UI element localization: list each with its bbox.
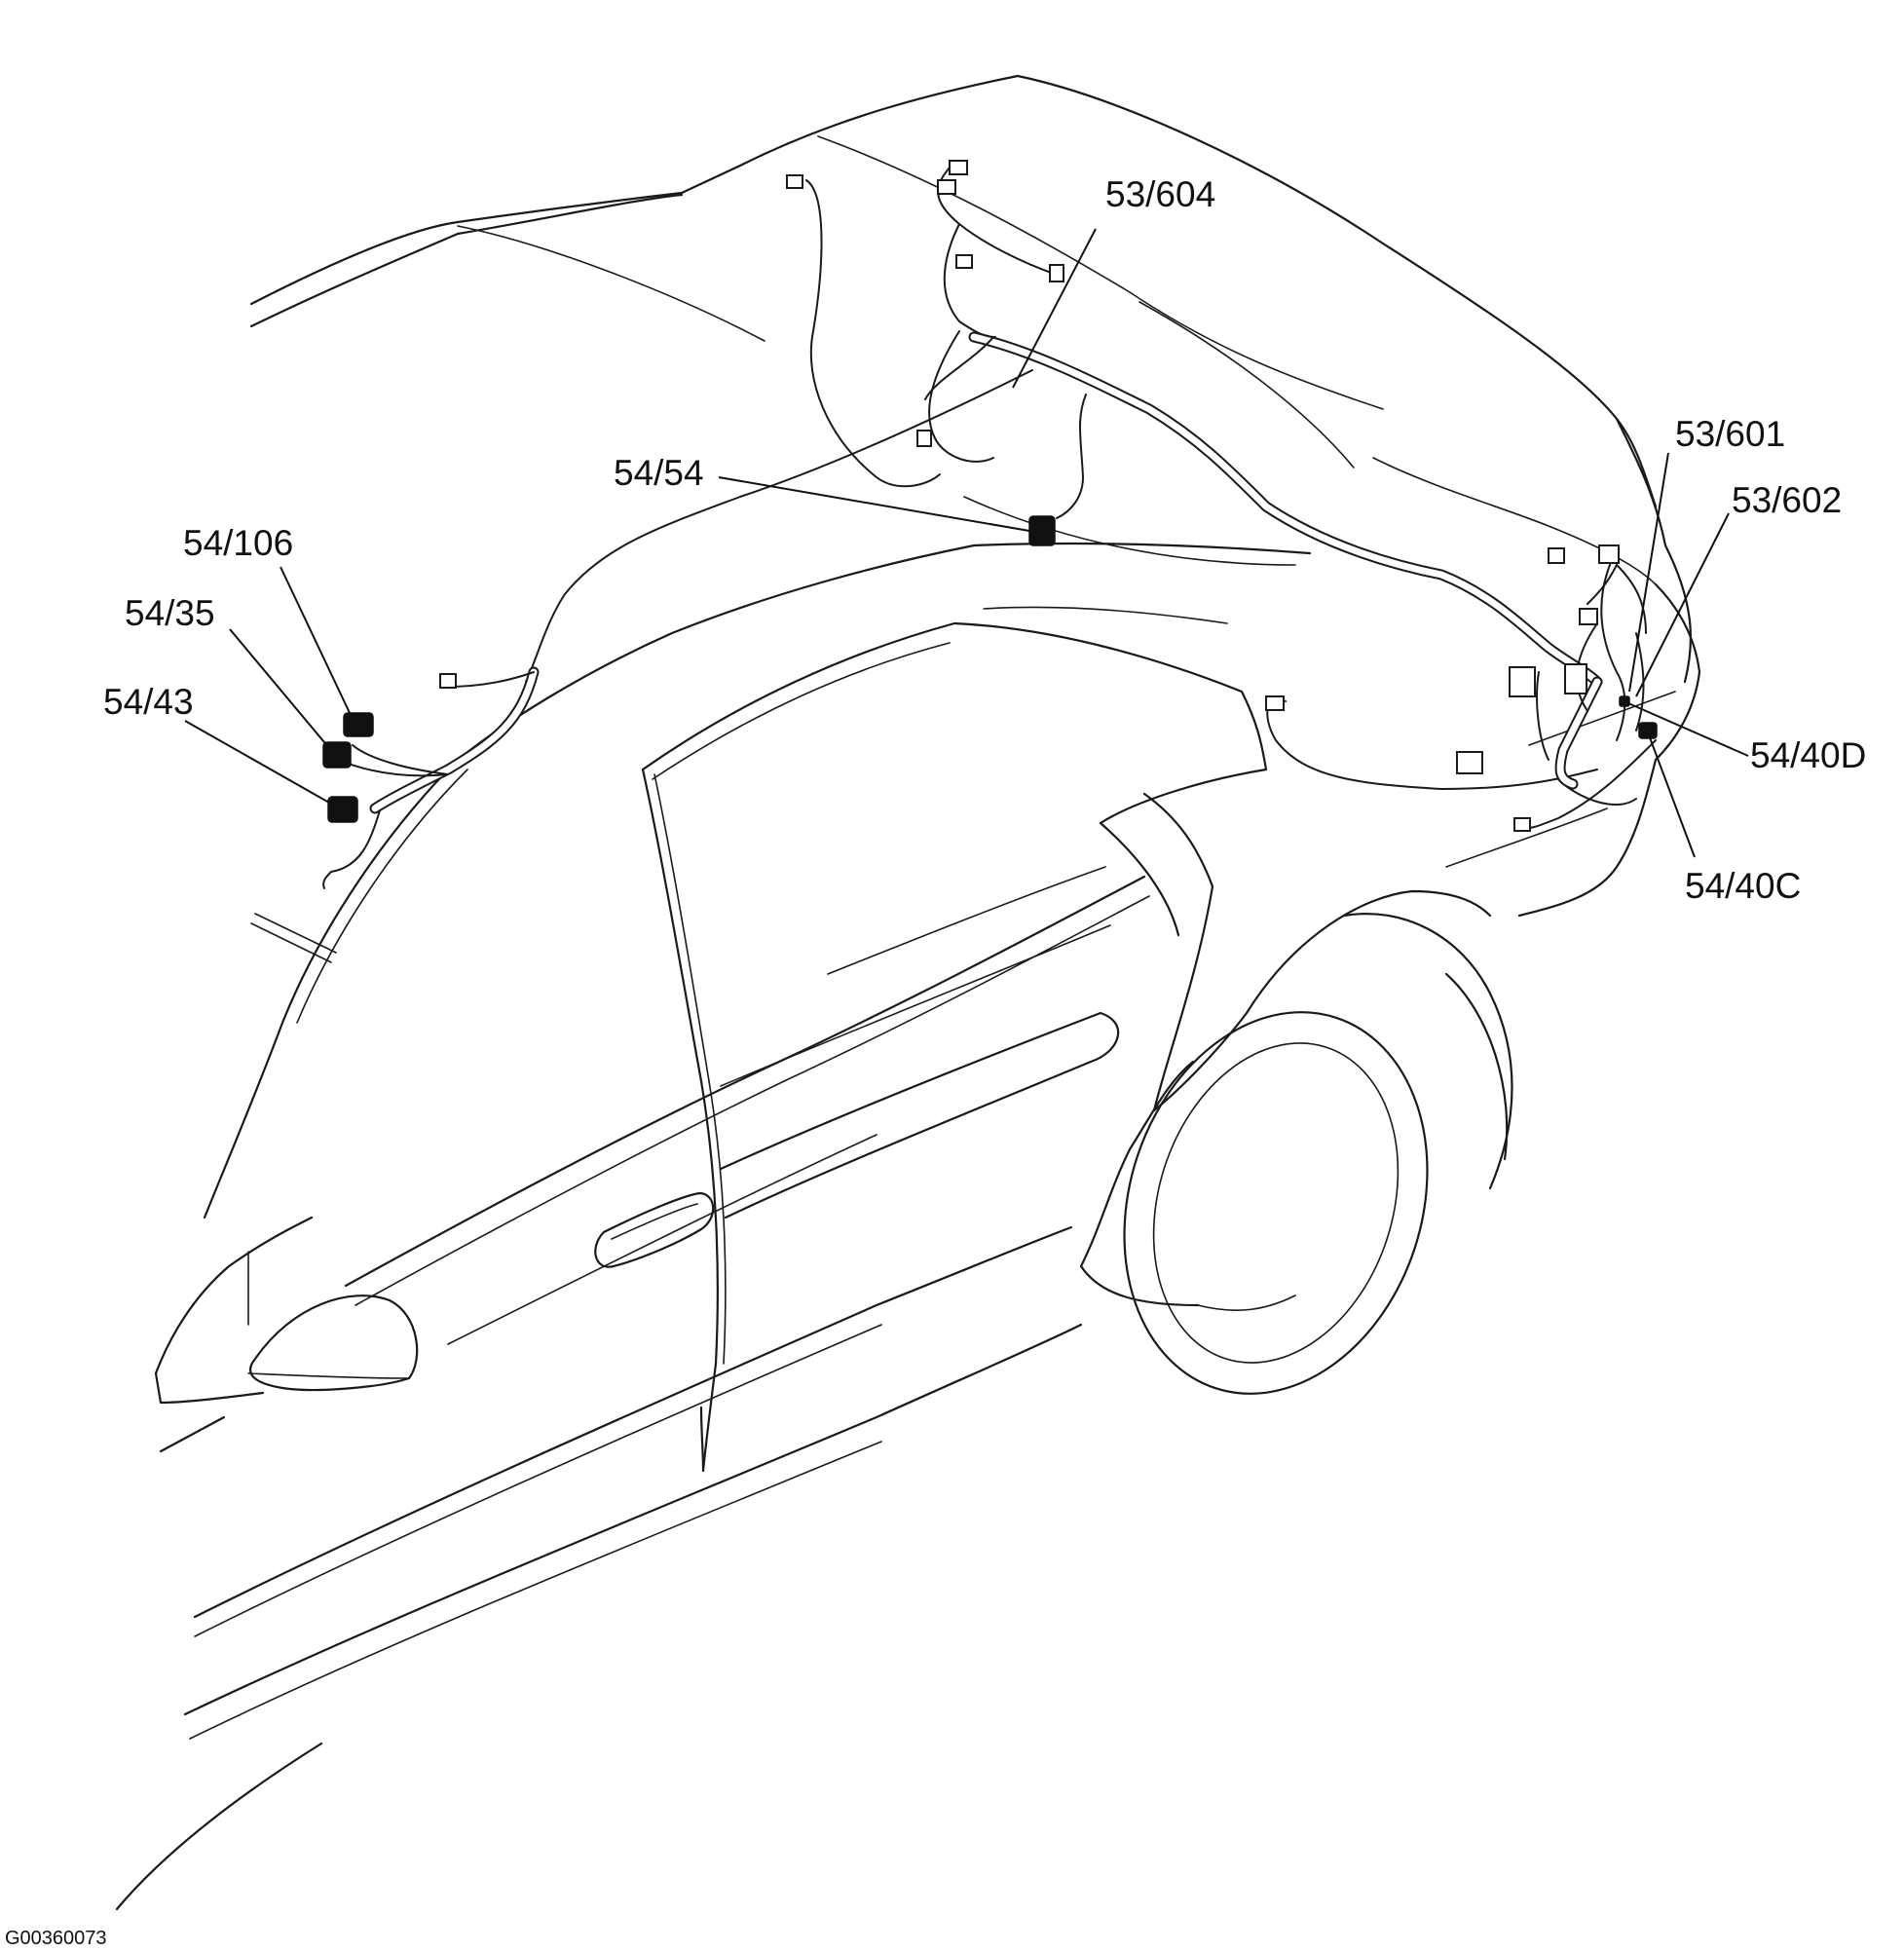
connector-open (1579, 608, 1598, 625)
callout-labels: 53/604 54/54 54/106 54/35 54/43 53/601 5… (5, 174, 1866, 1949)
label-54-35: 54/35 (125, 593, 215, 633)
label-54-40D: 54/40D (1750, 735, 1866, 775)
connector-open (955, 254, 973, 269)
leader-54-40C (1647, 732, 1696, 858)
label-53-601: 53/601 (1675, 414, 1785, 454)
label-54-40C: 54/40C (1685, 866, 1801, 906)
connector-54-40D (1619, 695, 1630, 707)
connectors (322, 160, 1658, 832)
label-54-43: 54/43 (103, 682, 194, 722)
leader-53-604 (1012, 228, 1097, 389)
leader-54-43 (184, 720, 337, 807)
label-54-54: 54/54 (614, 453, 704, 493)
connector-54-106 (343, 712, 374, 737)
label-53-604: 53/604 (1105, 174, 1215, 214)
leader-53-601 (1628, 452, 1669, 693)
harness-wiring (322, 167, 1657, 889)
leader-53-602 (1635, 512, 1730, 697)
connector-open (1548, 547, 1565, 564)
leader-lines (184, 228, 1749, 858)
connector-open (937, 179, 956, 195)
connector-open (1265, 695, 1285, 711)
label-53-602: 53/602 (1732, 480, 1842, 520)
connector-54-40C (1638, 722, 1658, 739)
connector-open (916, 430, 932, 447)
connector-54-54 (1028, 515, 1056, 546)
connector-open (949, 160, 968, 175)
connector-54-43 (327, 796, 358, 823)
leader-54-106 (280, 566, 352, 716)
connector-open (1509, 666, 1536, 697)
connector-open (1598, 544, 1620, 564)
leader-54-40D (1627, 702, 1749, 757)
label-54-106: 54/106 (183, 523, 293, 563)
connector-open (1456, 751, 1483, 774)
figure-code: G00360073 (5, 1928, 107, 1949)
connector-open (786, 174, 803, 189)
leader-54-54 (718, 476, 1030, 532)
connector-open (1513, 817, 1531, 832)
connector-open (1564, 663, 1587, 694)
connector-open (1049, 264, 1064, 282)
connector-open (439, 673, 457, 689)
connector-54-35 (322, 741, 352, 769)
car-body (115, 74, 1701, 1911)
leader-54-35 (229, 628, 330, 749)
